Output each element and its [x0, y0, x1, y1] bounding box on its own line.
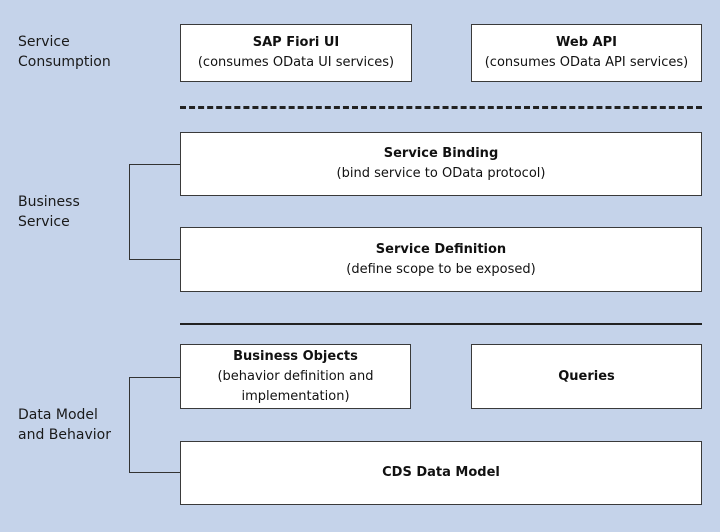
business-objects-box: Business Objects (behavior definition an…: [180, 344, 411, 409]
queries-box: Queries: [471, 344, 702, 409]
dashed-divider: [180, 106, 702, 109]
business-service-bracket: [129, 164, 180, 260]
sap-fiori-ui-subtitle: (consumes OData UI services): [197, 55, 395, 70]
cds-data-model-box: CDS Data Model: [180, 441, 702, 505]
business-objects-title: Business Objects: [233, 348, 358, 364]
layer-label-service-consumption: Service Consumption: [18, 34, 111, 70]
queries-title: Queries: [558, 368, 615, 384]
sap-fiori-ui-box: SAP Fiori UI (consumes OData UI services…: [180, 24, 412, 82]
layer-label-data-model: Data Model and Behavior: [18, 407, 111, 443]
service-definition-subtitle: (define scope to be exposed): [346, 261, 536, 277]
web-api-box: Web API (consumes OData API services): [471, 24, 702, 82]
service-binding-box: Service Binding (bind service to OData p…: [180, 132, 702, 196]
web-api-subtitle: (consumes OData API services): [484, 55, 689, 70]
solid-divider: [180, 323, 702, 325]
layer-label-business-service: Business Service: [18, 194, 80, 230]
service-binding-title: Service Binding: [383, 146, 499, 161]
sap-fiori-ui-title: SAP Fiori UI: [252, 35, 340, 50]
service-definition-title: Service Definition: [375, 241, 507, 257]
web-api-title: Web API: [556, 35, 617, 50]
cds-data-model-title: CDS Data Model: [382, 465, 500, 480]
data-model-bracket: [129, 377, 180, 473]
service-binding-subtitle: (bind service to OData protocol): [336, 166, 546, 181]
business-objects-subtitle: (behavior definition and implementation): [217, 368, 374, 404]
service-definition-box: Service Definition (define scope to be e…: [180, 227, 702, 292]
